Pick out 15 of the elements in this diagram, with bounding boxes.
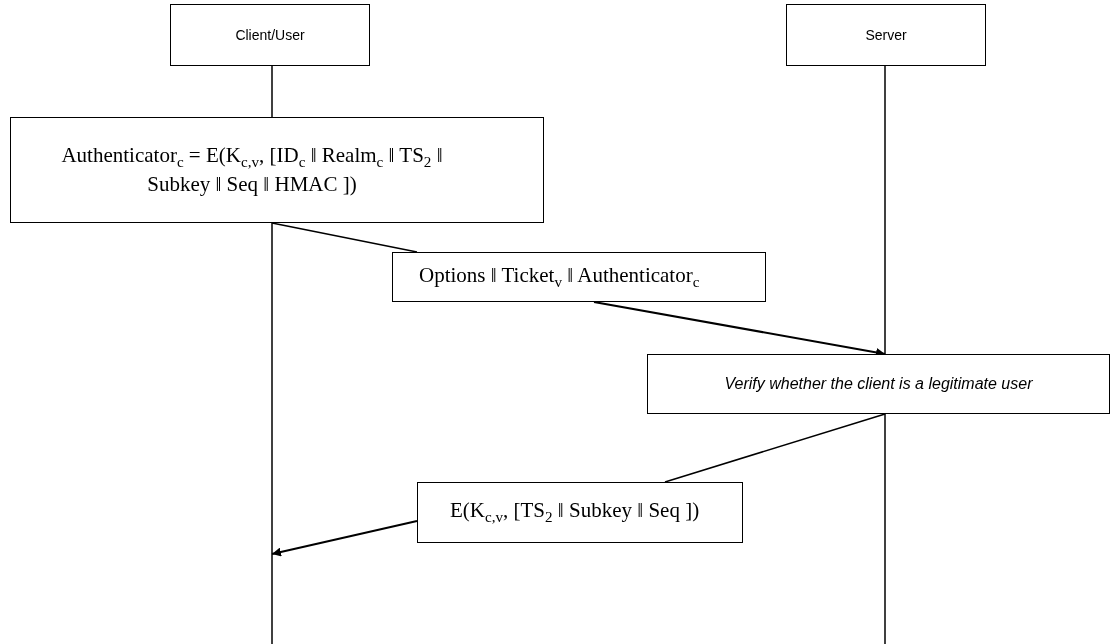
message-text: Authenticator$_{c}$ = E(K$_{c,v}$, [ID$_{c}$ ‖ Realm$_{c}$ ‖ TS$_{2}$ ‖ Subkey ‖ Seq ‖ HMAC ]) [60, 143, 444, 197]
participant-name: Server [864, 27, 908, 43]
process-box [647, 354, 1110, 414]
message-box [392, 252, 766, 302]
connector-line [271, 222, 418, 253]
message-box [417, 482, 743, 543]
process-text: Verify whether the client is a legitimate user [723, 375, 1034, 393]
message-text: E(K$_{c,v}$, [TS$_{2}$ ‖ Subkey ‖ Seq ]) [450, 498, 700, 527]
computation-box [10, 117, 544, 223]
participant-name: Client/User [234, 27, 306, 43]
message-arrow [271, 520, 418, 557]
participant-box [170, 4, 370, 66]
message-text: Options ‖ Ticket$_{v}$ ‖ Authenticator$_{c}$ [419, 262, 700, 292]
connector-line [664, 413, 886, 483]
participant-box [786, 4, 986, 66]
